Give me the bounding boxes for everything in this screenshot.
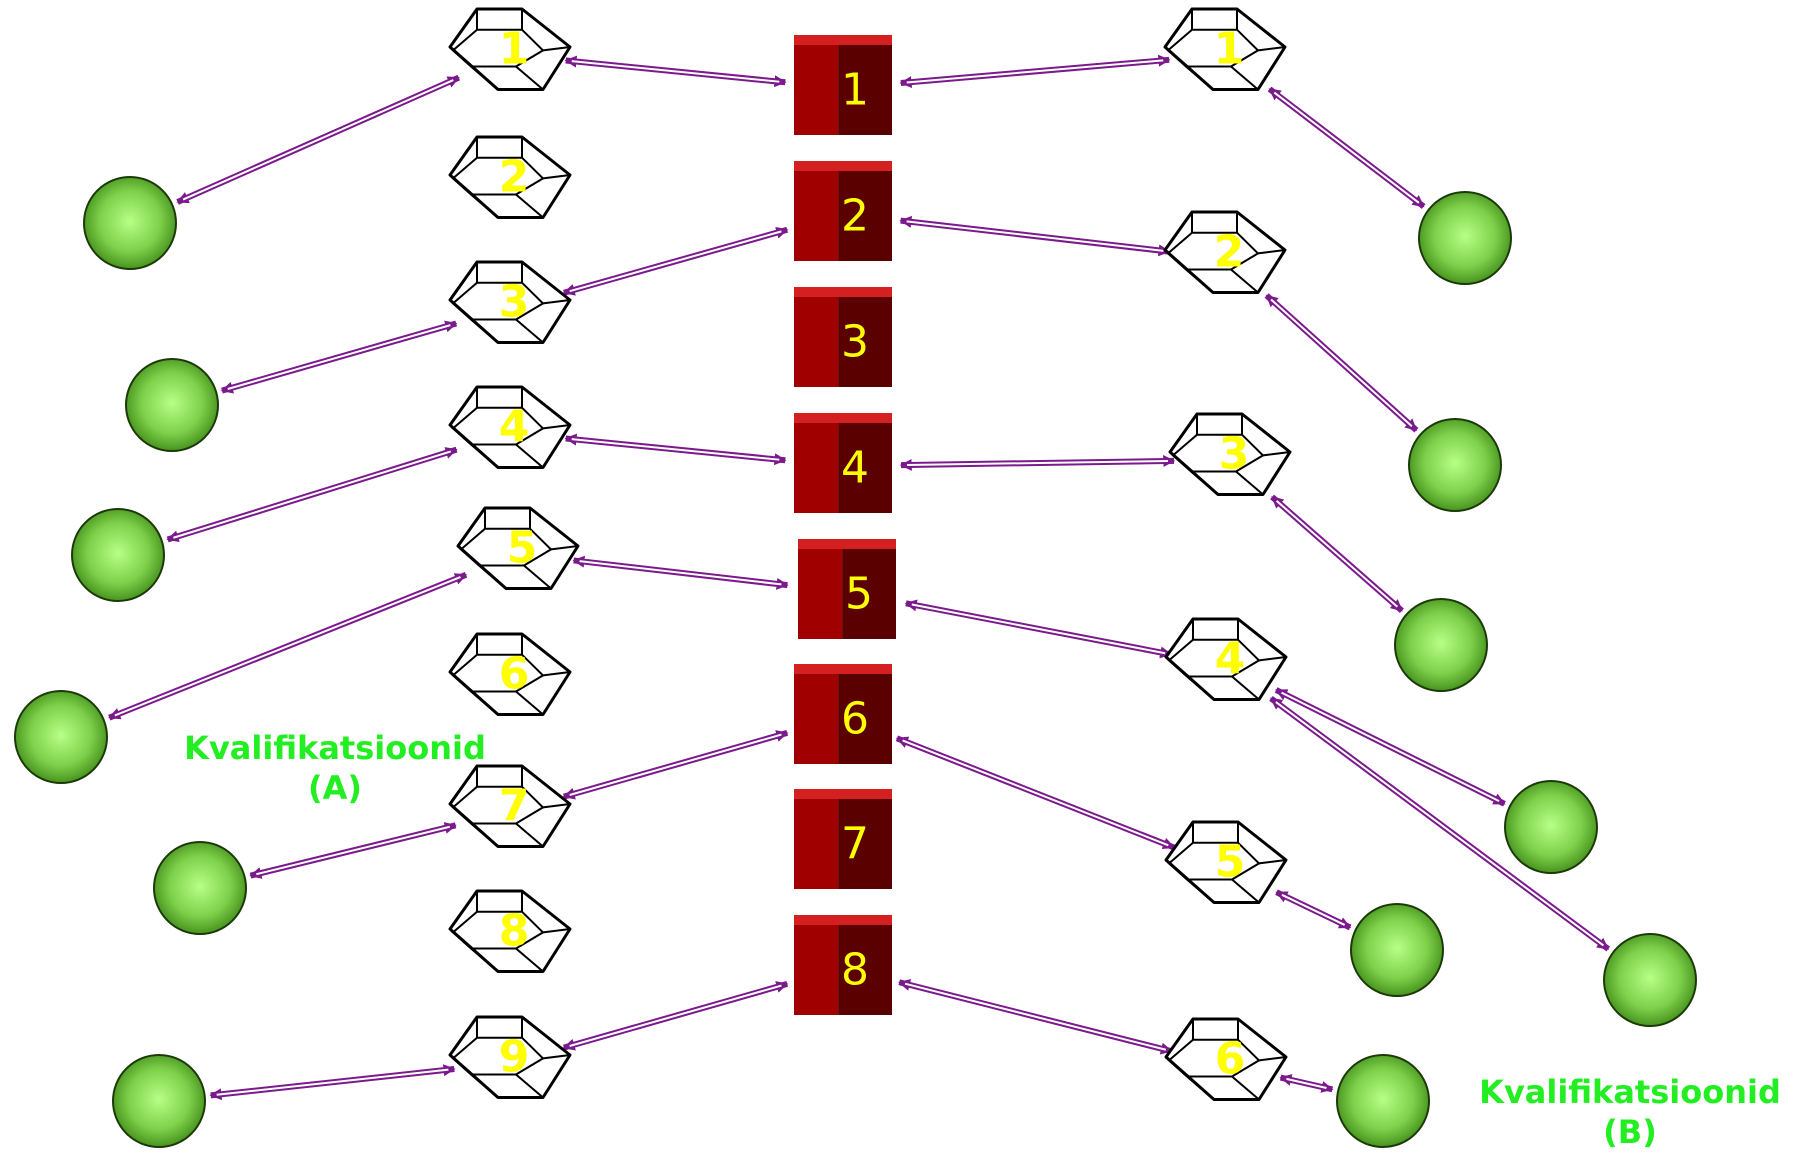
connector-arrow <box>564 55 787 88</box>
connector-arrow <box>1279 1074 1334 1093</box>
role-cube-1-label: 1 <box>841 65 869 116</box>
connector-arrow <box>562 730 789 800</box>
right-crystal-6-label: 6 <box>1215 1034 1246 1085</box>
right-crystal-3: 3 <box>1168 412 1292 496</box>
role-cube-3: 3 <box>794 287 892 387</box>
role-cube-4: 4 <box>794 413 892 513</box>
right-crystal-3-label: 3 <box>1219 429 1250 480</box>
qualification-sphere-sr5 <box>1603 933 1697 1027</box>
qualification-sphere-sr4 <box>1504 780 1598 874</box>
left-crystal-8: 8 <box>448 889 572 973</box>
connector-arrow <box>562 226 789 296</box>
role-cube-4-label: 4 <box>841 443 869 494</box>
left-crystal-1: 1 <box>448 7 572 91</box>
left-crystal-5-label: 5 <box>507 523 538 574</box>
group-a-title: Kvalifikatsioonid (A) <box>160 728 510 808</box>
left-crystal-3-label: 3 <box>499 277 530 328</box>
right-crystal-6: 6 <box>1164 1017 1288 1101</box>
connector-arrow <box>899 215 1171 257</box>
connector-arrow <box>899 455 1176 471</box>
role-cube-2-label: 2 <box>841 191 869 242</box>
right-crystal-4: 4 <box>1164 617 1288 701</box>
qualification-sphere-sl4 <box>14 690 108 784</box>
group-b-title-line2: (B) <box>1603 1113 1657 1151</box>
role-cube-8: 8 <box>794 915 892 1015</box>
connector-arrow <box>1269 695 1611 952</box>
connector-arrow <box>1264 293 1419 433</box>
right-crystal-1-label: 1 <box>1214 24 1245 75</box>
connector-arrow <box>1267 86 1426 209</box>
connector-arrow <box>220 320 458 394</box>
left-crystal-4: 4 <box>448 385 572 469</box>
left-crystal-5: 5 <box>456 506 580 590</box>
left-crystal-9: 9 <box>448 1015 572 1099</box>
qualification-sphere-sr6 <box>1350 903 1444 997</box>
role-cube-8-label: 8 <box>841 945 869 996</box>
role-cube-7: 7 <box>794 789 892 889</box>
qualification-sphere-sl3 <box>71 508 165 602</box>
right-crystal-2-label: 2 <box>1214 227 1245 278</box>
group-a-title-line1: Kvalifikatsioonid <box>184 729 486 767</box>
qualification-sphere-sl5 <box>153 841 247 935</box>
role-cube-5-label: 5 <box>845 569 873 620</box>
group-a-title-line2: (A) <box>307 769 362 807</box>
connector-arrow <box>562 981 789 1051</box>
group-b-title-line1: Kvalifikatsioonid <box>1479 1073 1781 1111</box>
role-cube-1: 1 <box>794 35 892 135</box>
role-cube-7-label: 7 <box>841 819 869 870</box>
left-crystal-9-label: 9 <box>499 1032 530 1083</box>
left-crystal-3: 3 <box>448 260 572 344</box>
qualification-sphere-sr1 <box>1418 191 1512 285</box>
connector-arrow <box>209 1064 456 1101</box>
left-crystal-2-label: 2 <box>499 152 530 203</box>
role-cube-3-label: 3 <box>841 317 869 368</box>
right-crystal-5-label: 5 <box>1215 837 1246 888</box>
connector-arrow <box>1270 494 1404 613</box>
right-crystal-2: 2 <box>1163 210 1287 294</box>
role-cube-6-label: 6 <box>841 694 869 745</box>
connector-arrow <box>249 822 457 879</box>
connector-arrow <box>564 433 787 466</box>
right-crystal-1: 1 <box>1163 7 1287 91</box>
connector-layer <box>108 54 1611 1101</box>
right-crystal-4-label: 4 <box>1215 634 1246 685</box>
left-crystal-1-label: 1 <box>499 24 530 75</box>
connector-arrow <box>898 979 1173 1055</box>
connector-arrow <box>176 74 460 205</box>
connector-arrow <box>108 572 468 721</box>
left-crystal-7: 7 <box>448 764 572 848</box>
role-cube-5: 5 <box>798 539 896 639</box>
left-crystal-6: 6 <box>448 632 572 716</box>
qualification-sphere-sl1 <box>83 176 177 270</box>
qualification-sphere-sr7 <box>1336 1054 1430 1148</box>
right-crystal-5: 5 <box>1164 820 1288 904</box>
group-b-title: Kvalifikatsioonid (B) <box>1455 1072 1805 1152</box>
left-crystal-6-label: 6 <box>499 649 530 700</box>
connector-arrow <box>572 555 789 590</box>
role-cube-2: 2 <box>794 161 892 261</box>
left-crystal-8-label: 8 <box>499 906 530 957</box>
left-crystal-4-label: 4 <box>499 402 530 453</box>
left-crystal-7-label: 7 <box>499 781 530 832</box>
connector-arrow <box>1275 889 1352 931</box>
qualification-sphere-sl2 <box>125 358 219 452</box>
node-layer: 1 2 3 4 5 6 7 8 9 1 2 3 4 5 6 1 2 3 4 5 6 7 8 <box>14 7 1697 1148</box>
connector-arrow <box>899 54 1171 89</box>
qualification-sphere-sr2 <box>1408 418 1502 512</box>
role-cube-6: 6 <box>794 664 892 764</box>
connector-arrow <box>895 735 1176 851</box>
left-crystal-2: 2 <box>448 135 572 219</box>
qualification-sphere-sr3 <box>1394 598 1488 692</box>
qualification-sphere-sl6 <box>112 1054 206 1148</box>
connector-arrow <box>166 446 458 543</box>
connector-arrow <box>904 599 1173 659</box>
